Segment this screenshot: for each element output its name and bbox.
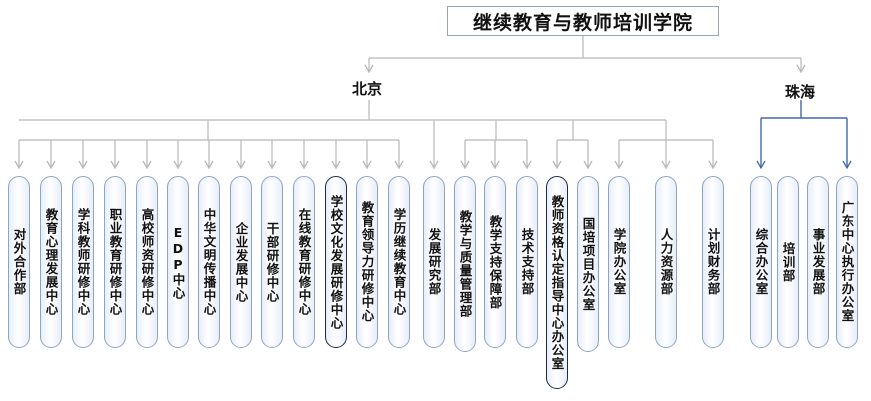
org-unit-beijing-15: 教学支持保障部 bbox=[484, 176, 506, 348]
arrow-head bbox=[236, 160, 246, 170]
branch-zhuhai-arrow bbox=[796, 64, 806, 74]
org-unit-beijing-12: 学历继续教育中心 bbox=[388, 176, 410, 348]
org-unit-beijing-5: EDP中心 bbox=[167, 176, 189, 348]
branch-beijing-label: 北京 bbox=[352, 80, 383, 98]
arrow-head bbox=[14, 160, 24, 170]
org-unit-zhuhai-1: 培训部 bbox=[777, 176, 799, 348]
org-unit-zhuhai-2: 事业发展部 bbox=[807, 176, 829, 348]
arrow-head bbox=[708, 160, 718, 170]
org-unit-beijing-13: 发展研究部 bbox=[423, 176, 445, 348]
org-unit-beijing-20: 人力资源部 bbox=[655, 176, 677, 348]
arrow-head bbox=[661, 160, 671, 170]
org-unit-beijing-0: 对外合作部 bbox=[8, 176, 30, 348]
org-unit-beijing-4: 高校师资研修中心 bbox=[136, 176, 158, 348]
org-unit-beijing-11: 教育领导力研修中心 bbox=[356, 176, 378, 348]
org-unit-beijing-7: 企业发展中心 bbox=[230, 176, 252, 348]
arrow-head bbox=[429, 160, 439, 170]
arrow-head bbox=[362, 160, 372, 170]
org-unit-beijing-16: 技术支持部 bbox=[516, 176, 538, 348]
org-unit-beijing-8: 干部研修中心 bbox=[261, 176, 283, 348]
root-title: 继续教育与教师培训学院 bbox=[447, 6, 719, 36]
arrow-head bbox=[522, 160, 532, 170]
arrow-head bbox=[267, 160, 277, 170]
org-unit-zhuhai-3: 广东中心执行办公室 bbox=[836, 176, 858, 348]
org-unit-beijing-18: 国培项目办公室 bbox=[577, 176, 599, 352]
arrow-head bbox=[842, 160, 852, 170]
arrow-head bbox=[394, 160, 404, 170]
branch-beijing-arrow bbox=[364, 64, 374, 74]
arrow-head bbox=[110, 160, 120, 170]
arrow-head bbox=[46, 160, 56, 170]
org-unit-beijing-9: 在线教育研修中心 bbox=[293, 176, 315, 348]
arrow-head bbox=[583, 160, 593, 170]
arrow-head bbox=[756, 160, 766, 170]
org-unit-beijing-21: 计划财务部 bbox=[702, 176, 724, 348]
arrow-head bbox=[460, 160, 470, 170]
org-unit-beijing-1: 教育心理发展中心 bbox=[40, 176, 62, 348]
arrow-head bbox=[552, 160, 562, 170]
arrow-head bbox=[204, 160, 214, 170]
arrow-head bbox=[142, 160, 152, 170]
arrow-head bbox=[299, 160, 309, 170]
org-unit-beijing-14: 教学与质量管理部 bbox=[454, 176, 476, 352]
branch-zhuhai-label: 珠海 bbox=[785, 83, 816, 101]
arrow-head bbox=[173, 160, 183, 170]
org-unit-beijing-19: 学院办公室 bbox=[608, 176, 630, 348]
arrow-head bbox=[614, 160, 624, 170]
org-unit-zhuhai-0: 综合办公室 bbox=[750, 176, 772, 348]
arrow-head bbox=[490, 160, 500, 170]
arrow-head bbox=[331, 160, 341, 170]
org-unit-beijing-10: 学校文化发展研修中心 bbox=[325, 176, 347, 348]
org-unit-beijing-3: 职业教育研修中心 bbox=[104, 176, 126, 348]
org-unit-beijing-2: 学科教师研修中心 bbox=[72, 176, 94, 348]
org-unit-beijing-6: 中华文明传播中心 bbox=[198, 176, 220, 348]
arrow-head bbox=[78, 160, 88, 170]
org-unit-beijing-17: 教师资格认定指导中心办公室 bbox=[546, 176, 568, 389]
